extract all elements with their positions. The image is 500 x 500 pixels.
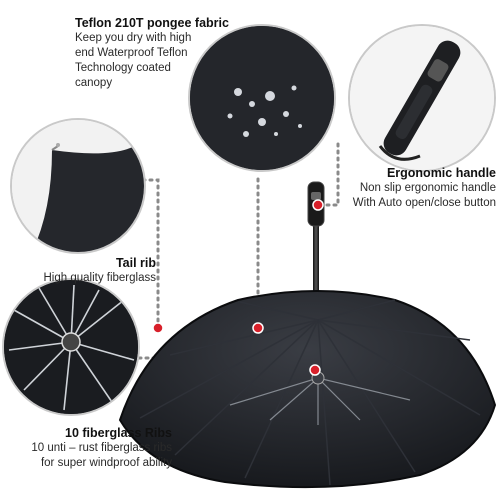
callout-tail-rib: Tail rib High quality fiberglass	[4, 256, 156, 286]
callout-ribs-title: 10 fiberglass Ribs	[65, 426, 172, 440]
callout-tail-rib-title: Tail rib	[115, 256, 156, 270]
callout-fabric-title: Teflon 210T pongee fabric	[75, 16, 229, 30]
callout-handle-line: With Auto open/close button	[352, 197, 496, 209]
callout-fabric-line: Technology coated	[75, 62, 171, 74]
tail-rib-detail-image	[10, 118, 146, 254]
callout-handle-title: Ergonomic handle	[386, 166, 496, 180]
leader-handle	[318, 138, 340, 207]
callout-fabric-line: end Waterproof Teflon	[75, 47, 188, 59]
marker-ribs	[309, 364, 321, 376]
callout-ribs: 10 fiberglass Ribs 10 unti – rust fiberg…	[2, 426, 172, 471]
callout-fabric-line: Keep you dry with high	[75, 32, 192, 44]
fabric-detail-image	[188, 24, 336, 172]
callout-ribs-line: 10 unti – rust fiberglass ribs	[31, 442, 172, 454]
marker-fabric	[252, 322, 264, 334]
callout-fabric-line: canopy	[75, 77, 113, 89]
umbrella-canopy	[118, 290, 497, 489]
marker-handle	[312, 199, 324, 211]
callout-tail-rib-line: High quality fiberglass	[43, 272, 156, 284]
callout-handle-line: Non slip ergonomic handle	[359, 182, 496, 194]
marker-tail-rib	[152, 322, 164, 334]
ribs-detail-image	[2, 278, 140, 416]
handle-detail-image	[348, 24, 496, 172]
callout-ribs-line: for super windproof ability	[40, 457, 172, 469]
callout-fabric: Teflon 210T pongee fabric Keep you dry w…	[75, 16, 285, 91]
callout-handle: Ergonomic handle Non slip ergonomic hand…	[330, 166, 496, 211]
markers	[152, 199, 324, 376]
